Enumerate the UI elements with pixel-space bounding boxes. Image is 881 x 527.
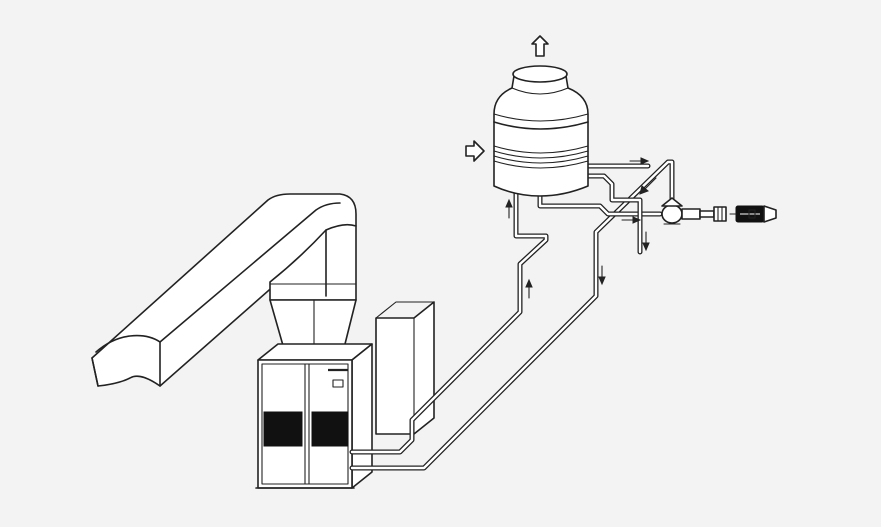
flow-arrow-diag (639, 177, 657, 195)
pipe-cover-box (375, 301, 435, 435)
pump-motor (729, 205, 777, 223)
flow-arrow-down-pump (642, 231, 650, 252)
right-grille (311, 411, 349, 447)
cooling-tower (493, 65, 589, 197)
exhaust-duct (91, 193, 357, 387)
indoor-unit (255, 343, 373, 489)
left-grille (263, 411, 303, 447)
control-panel (332, 379, 344, 388)
flow-arrow-up-mid (525, 278, 533, 299)
intake-air-arrow (465, 140, 485, 162)
flow-arrow-right-low (621, 216, 642, 224)
supply-pipe (349, 187, 549, 455)
flow-arrow-up-left (505, 198, 513, 219)
pump-coupling (699, 206, 727, 222)
exhaust-air-arrow (531, 35, 549, 57)
return-pipe (349, 159, 675, 471)
water-pump (661, 197, 701, 225)
flow-arrow-right-top (629, 157, 650, 165)
flow-arrow-down-right (598, 265, 606, 286)
tower-outlet-pipe (537, 163, 663, 255)
